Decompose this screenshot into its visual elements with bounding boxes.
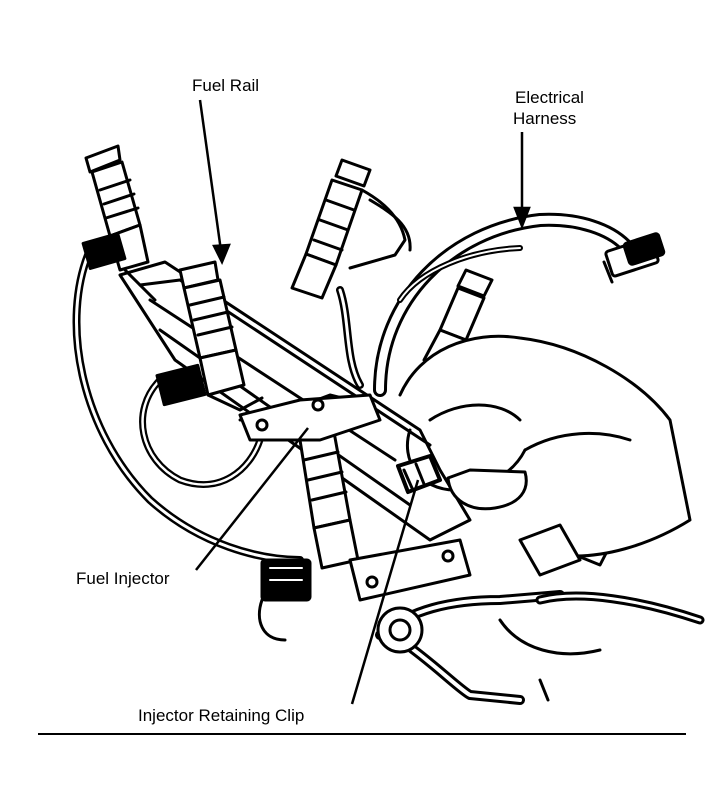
injector-1: [81, 144, 157, 302]
bottom-divider: [38, 733, 686, 735]
injector-2: [155, 260, 264, 412]
harness-arrowhead: [513, 206, 531, 230]
fuel-injector-leader: [195, 427, 309, 571]
fuel-line: [375, 523, 705, 705]
injector-3: [290, 158, 412, 300]
fuel-rail-label: Fuel Rail: [192, 76, 260, 95]
retaining-clip-leader: [350, 479, 420, 705]
injector-retaining-clip-label: Injector Retaining Clip: [138, 706, 305, 725]
electrical-harness-label-line2: Harness: [513, 109, 577, 128]
retaining-clip: [396, 454, 442, 494]
fuel-injector-label: Fuel Injector: [76, 569, 170, 588]
injector-connector: [257, 558, 312, 642]
harness-connector: [602, 232, 666, 284]
electrical-harness-label-line1: Electrical: [515, 88, 584, 107]
mounting-bracket: [238, 393, 472, 602]
hand: [398, 334, 692, 558]
fuel-rail-leader: [198, 99, 224, 259]
fuel-rail-arrowhead: [212, 243, 231, 266]
electrical-harness: [72, 212, 632, 564]
